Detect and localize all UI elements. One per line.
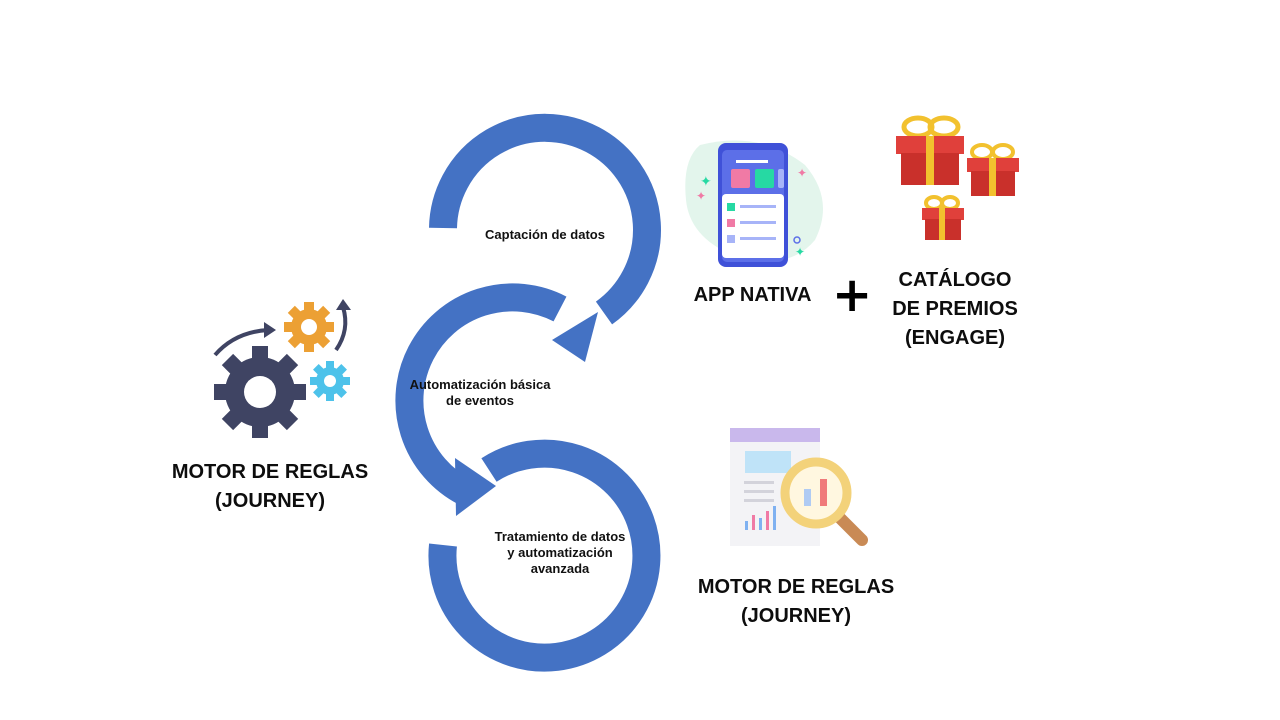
flow-arc-top bbox=[429, 113, 661, 325]
step-label-3: Tratamiento de datos y automatización av… bbox=[475, 529, 645, 577]
step-label-2-line-2: de eventos bbox=[446, 393, 514, 408]
catalog-title-line-3: (ENGAGE) bbox=[905, 327, 1005, 349]
left-rules-engine-label: MOTOR DE REGLAS (JOURNEY) bbox=[160, 458, 380, 516]
app-nativa-label: APP NATIVA bbox=[693, 284, 812, 306]
step-label-2-line-1: Automatización básica bbox=[409, 377, 551, 392]
analytics-title-line-1: MOTOR DE REGLAS bbox=[697, 576, 895, 598]
catalog-label: CATÁLOGO DE PREMIOS (ENGAGE) bbox=[870, 266, 1040, 353]
flow-arrowhead-2 bbox=[455, 458, 496, 516]
step-label-2: Automatización básica de eventos bbox=[395, 377, 565, 409]
svg-text:✦: ✦ bbox=[696, 189, 706, 203]
plus-symbol: + bbox=[832, 267, 873, 323]
catalog-title-line-2: DE PREMIOS bbox=[892, 298, 1018, 320]
svg-text:✦: ✦ bbox=[795, 245, 805, 259]
flow-arc-bottom bbox=[428, 439, 661, 672]
left-title-line-2: (JOURNEY) bbox=[214, 490, 325, 512]
flow-arrowhead-1 bbox=[552, 312, 598, 362]
step-label-1: Captación de datos bbox=[485, 227, 605, 242]
svg-text:✦: ✦ bbox=[700, 174, 712, 190]
analytics-rules-engine-label: MOTOR DE REGLAS (JOURNEY) bbox=[686, 573, 906, 631]
left-title-line-1: MOTOR DE REGLAS bbox=[171, 461, 369, 483]
flow-arc-middle bbox=[395, 283, 567, 505]
catalog-title-line-1: CATÁLOGO bbox=[898, 269, 1012, 291]
analytics-title-line-2: (JOURNEY) bbox=[740, 605, 851, 627]
step-label-3-line-1: Tratamiento de datos bbox=[494, 529, 626, 544]
step-label-3-line-3: avanzada bbox=[530, 561, 590, 576]
step-label-3-line-2: y automatización bbox=[507, 545, 613, 560]
svg-text:✦: ✦ bbox=[797, 166, 807, 180]
